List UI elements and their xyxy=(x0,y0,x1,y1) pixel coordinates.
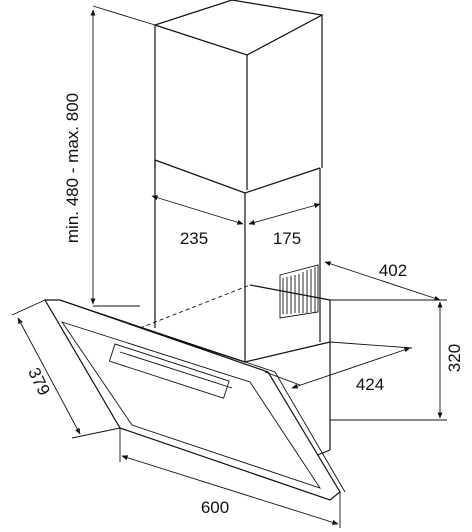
vent-grille xyxy=(279,264,319,319)
dim-hood-depth: 424 xyxy=(264,341,413,394)
chimney-depth-label: 235 xyxy=(180,229,208,248)
dim-hood-height: 320 xyxy=(330,299,464,421)
height-range-label: min. 480 - max. 800 xyxy=(63,93,82,243)
hood-height-label: 320 xyxy=(445,344,464,372)
chimney-lower xyxy=(154,159,321,362)
glass-height-label: 379 xyxy=(24,365,54,399)
top-depth-label: 402 xyxy=(379,261,407,280)
chimney-width-label: 175 xyxy=(273,229,301,248)
dim-hood-width: 600 xyxy=(119,428,341,528)
hood-depth-label: 424 xyxy=(356,375,384,394)
dim-chimney: 235 175 xyxy=(151,195,321,248)
hood-width-label: 600 xyxy=(201,498,229,517)
glass-panel xyxy=(43,299,346,501)
chimney-upper xyxy=(153,0,324,190)
dim-height-range: min. 480 - max. 800 xyxy=(63,5,156,307)
dim-top-depth: 402 xyxy=(319,261,441,301)
